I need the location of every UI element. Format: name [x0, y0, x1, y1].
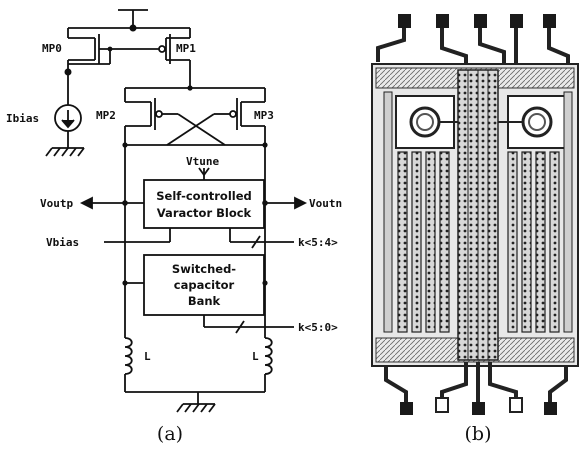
label-vtune: Vtune	[186, 155, 219, 168]
transistor-mp2	[124, 88, 163, 145]
transistor-mp1	[158, 28, 191, 88]
inductor-left	[124, 337, 133, 392]
label-inductor-left: L	[144, 350, 151, 363]
right-varactor-cell	[498, 95, 567, 149]
label-mp0: MP0	[42, 42, 62, 55]
capbank-line-3: Bank	[188, 294, 221, 308]
varactor-block	[143, 179, 265, 229]
bottom-pads	[400, 397, 557, 415]
vdd-symbol	[68, 9, 190, 32]
transistor-mp0	[67, 28, 160, 72]
caption-b: (b)	[465, 423, 492, 445]
left-varactor-cell	[395, 95, 458, 149]
transistor-mp3	[229, 88, 266, 145]
layout-panel	[371, 14, 579, 415]
caption-a: (a)	[157, 423, 183, 445]
inductor-right	[264, 337, 273, 392]
label-k54: k<5:4>	[298, 236, 338, 249]
label-vbias: Vbias	[46, 236, 79, 249]
capbank-line-1: Switched-	[172, 262, 236, 276]
label-voutp: Voutp	[40, 197, 73, 210]
label-k50: k<5:0>	[298, 321, 338, 334]
ground-symbol	[125, 391, 265, 413]
left-cap-fingers	[397, 151, 450, 333]
schematic-panel	[45, 9, 308, 413]
label-ibias: Ibias	[6, 112, 39, 125]
capbank-line-2: capacitor	[174, 278, 235, 292]
label-mp2: MP2	[96, 109, 116, 122]
top-pads	[398, 14, 556, 28]
label-mp3: MP3	[254, 109, 274, 122]
right-cap-fingers	[507, 151, 560, 333]
ibias-source	[45, 68, 85, 157]
label-mp1: MP1	[176, 42, 196, 55]
varactor-line-2: Varactor Block	[157, 206, 252, 220]
bottom-routing	[384, 362, 568, 402]
top-routing	[376, 28, 570, 66]
label-inductor-right: L	[252, 350, 259, 363]
cross-coupling	[162, 113, 230, 146]
varactor-line-1: Self-controlled	[156, 189, 252, 203]
label-voutn: Voutn	[309, 197, 342, 210]
